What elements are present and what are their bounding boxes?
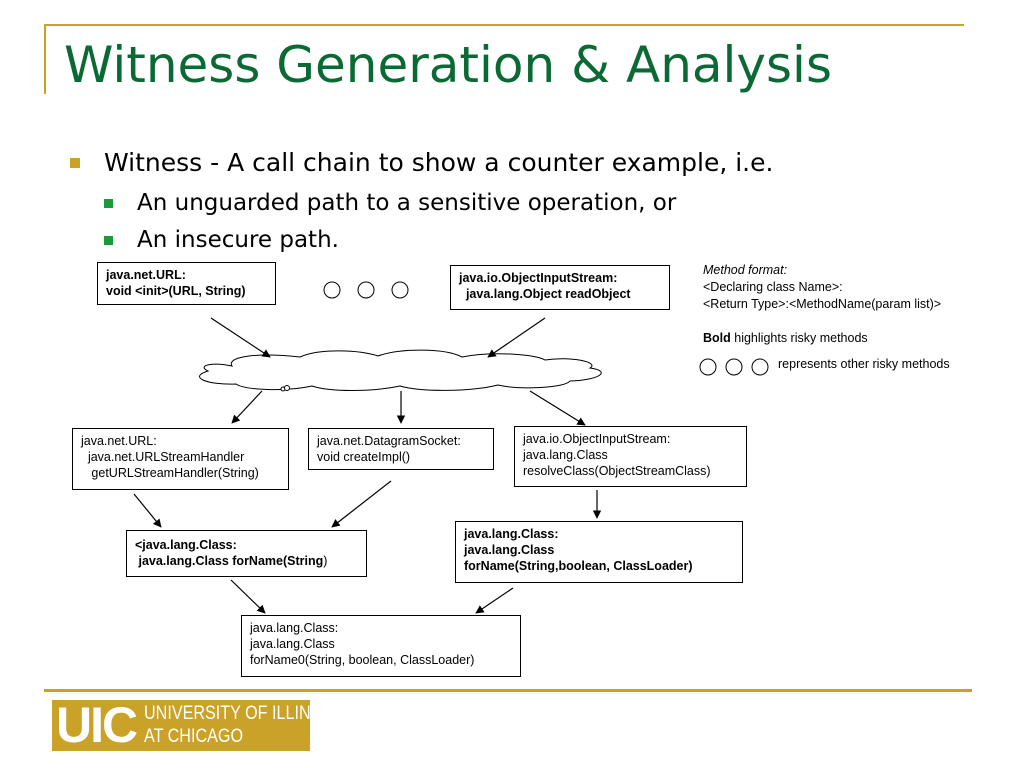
- legend-bold-word: Bold: [703, 331, 731, 345]
- node-url-init: java.net.URL: void <init>(URL, String): [97, 262, 276, 305]
- edge-datagram-to-forname: [331, 480, 392, 528]
- legend-format-line2: <Return Type>:<MethodName(param list)>: [703, 297, 942, 311]
- legend-circle-icon: [699, 358, 717, 376]
- legend-format-label: Method format:: [703, 263, 788, 277]
- node-forname-string: <java.lang.Class: java.lang.Class forNam…: [126, 530, 367, 577]
- risky-method-circle-icon: [391, 281, 409, 299]
- node-ois-readobject: java.io.ObjectInputStream: java.lang.Obj…: [450, 265, 670, 310]
- bullet-level2: An unguarded path to a sensitive operati…: [104, 190, 676, 216]
- legend-bold-text: highlights risky methods: [730, 331, 868, 345]
- edge-forname-full-to-forname0: [475, 587, 514, 614]
- edge-forname-to-forname0: [230, 579, 266, 614]
- bullet-text: An insecure path.: [137, 227, 339, 253]
- legend-circle-icon: [725, 358, 743, 376]
- risky-method-circle-icon: [323, 281, 341, 299]
- node-text: java.lang.Class forName(String: [135, 554, 324, 568]
- uic-logo: UIC UNIVERSITY OF ILLINOIS AT CHICAGO: [52, 697, 338, 753]
- node-datagram-createimpl: java.net.DatagramSocket: void createImpl…: [308, 428, 494, 470]
- cloud-icon: [199, 349, 602, 392]
- logo-line1: UNIVERSITY OF ILLINOIS: [144, 703, 339, 724]
- edge-cloud-to-url-handler: [231, 390, 263, 424]
- left-rule: [44, 24, 46, 94]
- risky-method-circle-icon: [357, 281, 375, 299]
- legend-circles-text: represents other risky methods: [778, 357, 950, 371]
- bullet-level2: An insecure path.: [104, 227, 339, 253]
- slide-title: Witness Generation & Analysis: [64, 36, 832, 94]
- node-forname-full: java.lang.Class: java.lang.Class forName…: [455, 521, 743, 583]
- legend-bold-note: Bold highlights risky methods: [703, 330, 868, 346]
- legend-circle-icon: [751, 358, 769, 376]
- node-url-streamhandler: java.net.URL: java.net.URLStreamHandler …: [72, 428, 289, 490]
- bullet-text: Witness - A call chain to show a counter…: [104, 148, 774, 177]
- node-ois-resolveclass: java.io.ObjectInputStream: java.lang.Cla…: [514, 426, 747, 487]
- legend-format-line1: <Declaring class Name>:: [703, 280, 843, 294]
- edge-url-init-to-cloud: [210, 317, 271, 358]
- edge-cloud-to-resolve: [529, 390, 586, 426]
- bullet-level1: Witness - A call chain to show a counter…: [70, 148, 773, 177]
- square-bullet-icon: [104, 198, 113, 208]
- logo-letters: UIC: [56, 697, 138, 753]
- top-rule: [44, 24, 964, 26]
- node-forname0: java.lang.Class: java.lang.Class forName…: [241, 615, 521, 677]
- logo-line2: AT CHICAGO: [144, 726, 244, 747]
- square-bullet-icon: [70, 157, 80, 168]
- edge-url-handler-to-forname: [133, 493, 162, 528]
- node-text: <java.lang.Class:: [135, 538, 237, 552]
- node-text: ): [323, 554, 328, 568]
- edge-readobject-to-cloud: [487, 317, 546, 358]
- bullet-text: An unguarded path to a sensitive operati…: [137, 190, 677, 216]
- square-bullet-icon: [104, 235, 113, 245]
- bottom-rule: [44, 689, 972, 692]
